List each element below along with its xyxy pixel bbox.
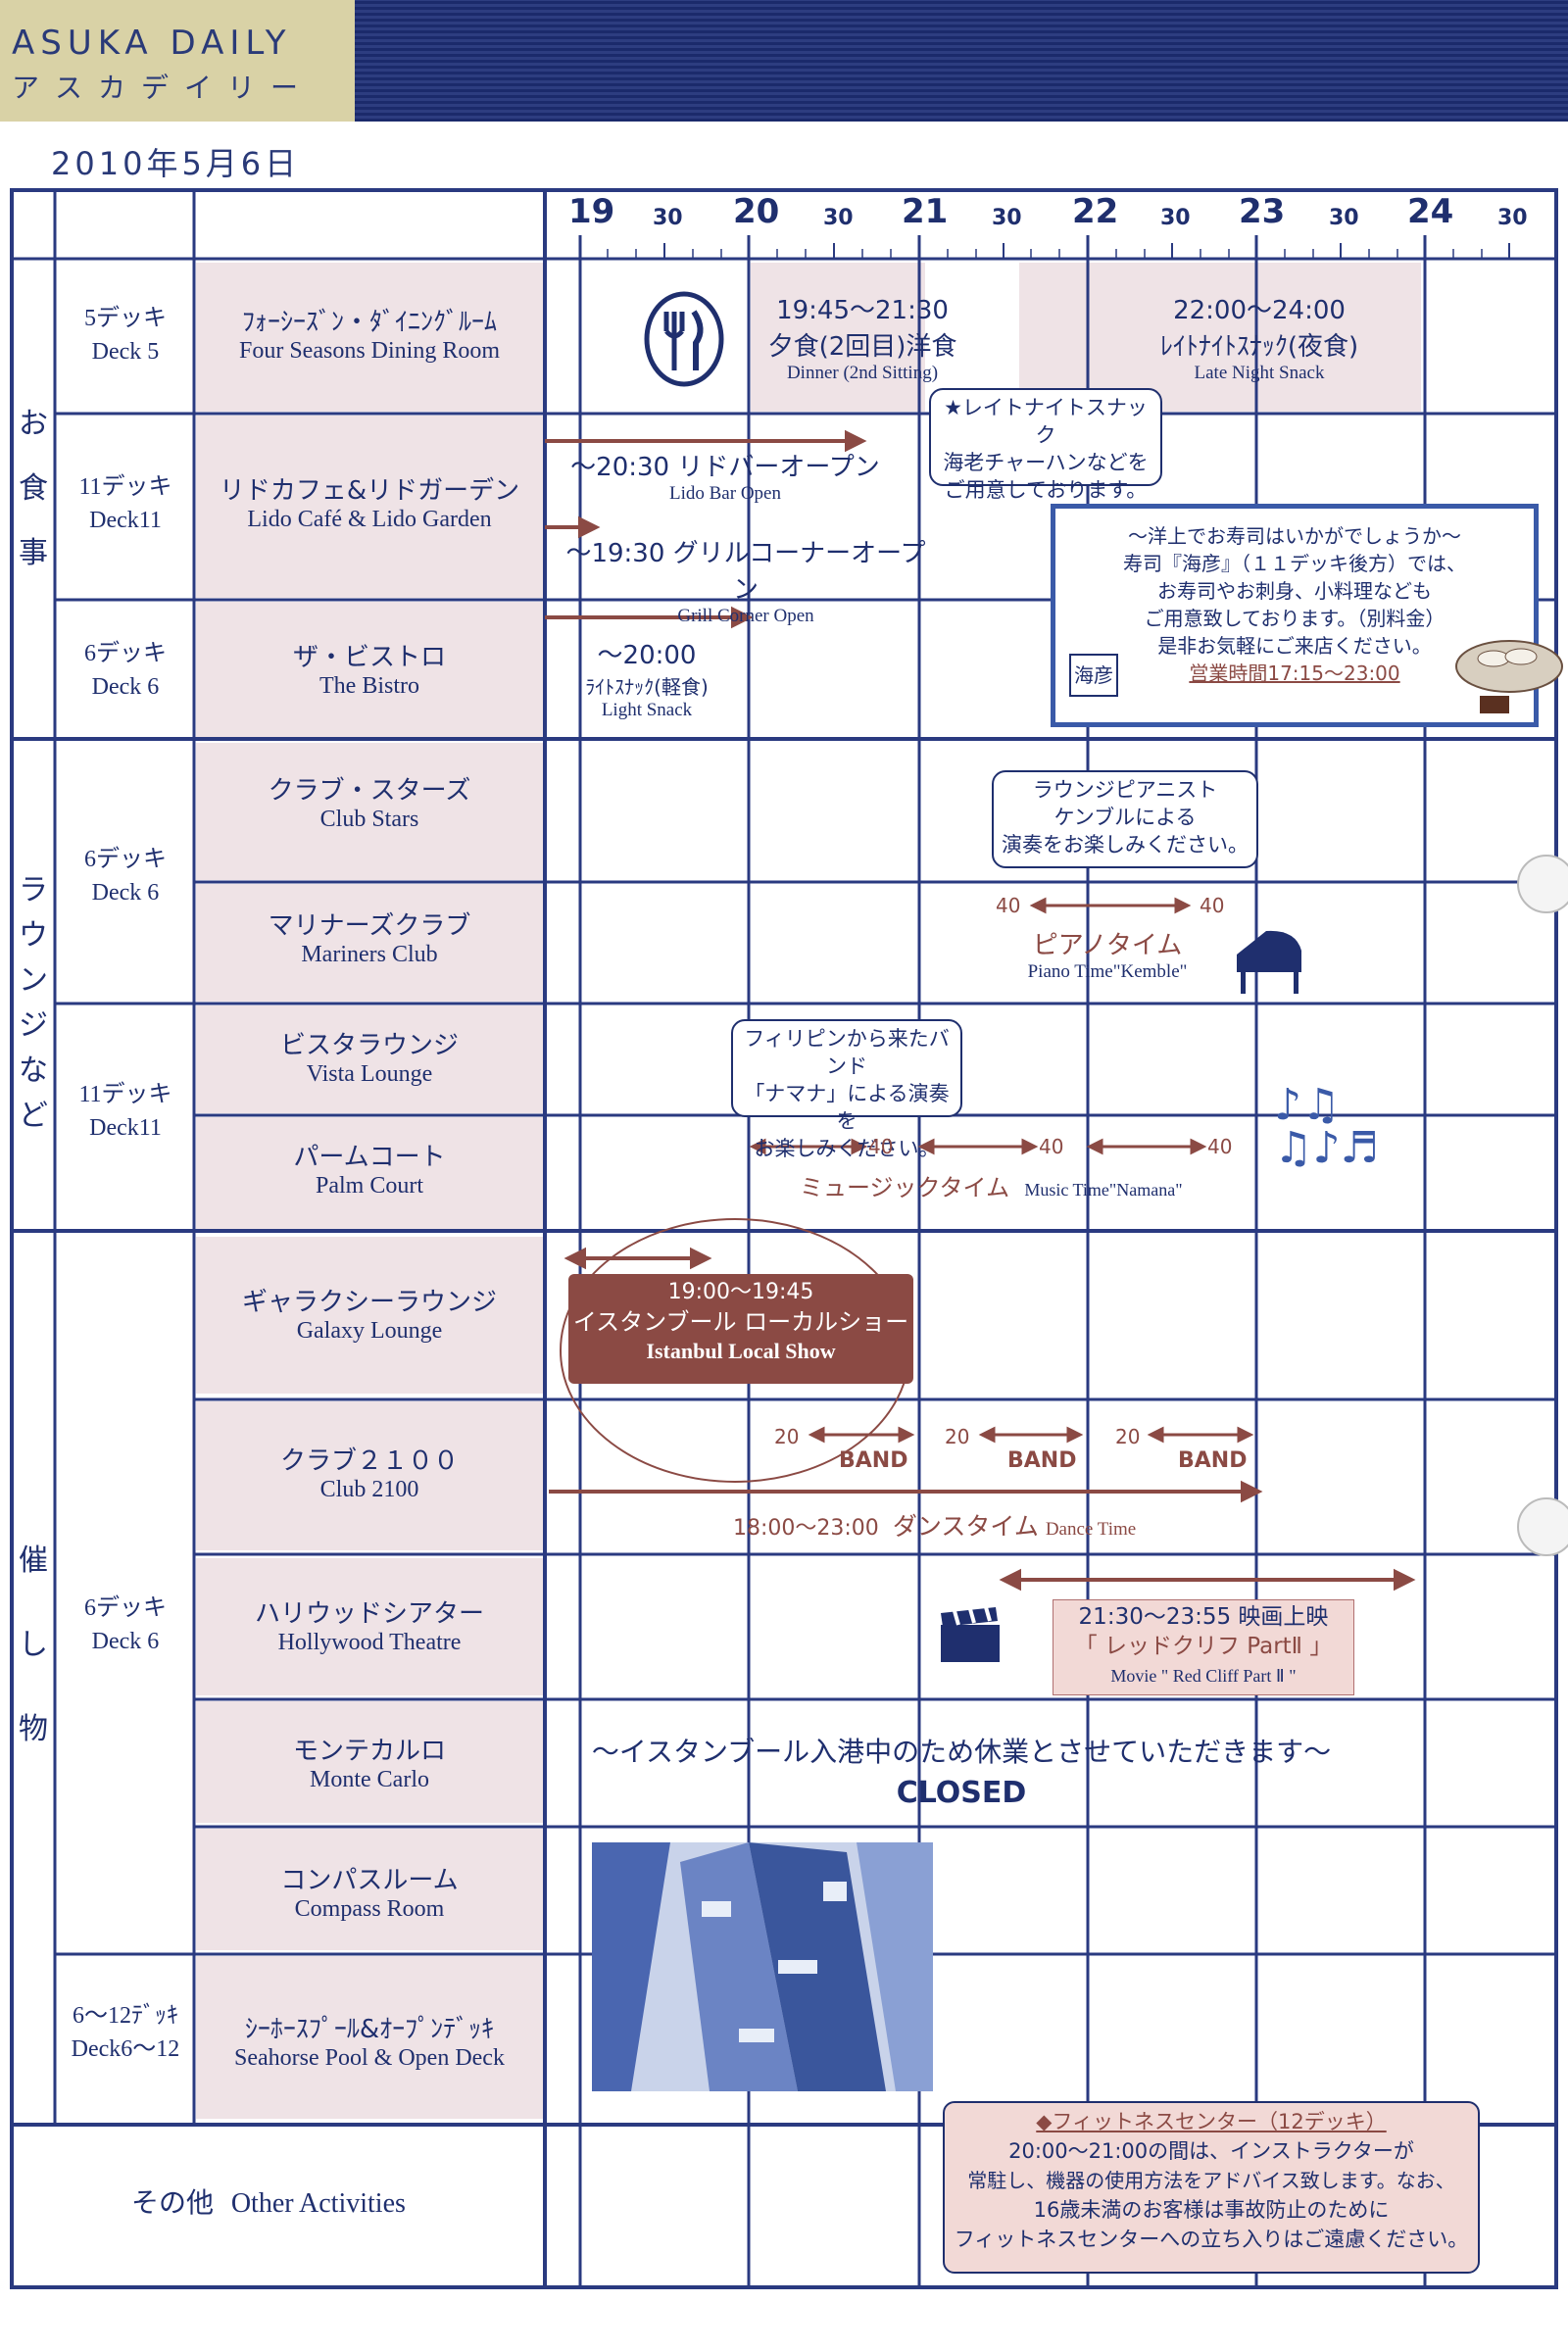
venue-bg xyxy=(196,1701,543,1823)
page-date: 2010年5月6日 xyxy=(51,145,301,182)
venue-bg xyxy=(196,884,543,1002)
venue-bg xyxy=(196,1829,543,1950)
venue-bg xyxy=(196,1401,543,1550)
venue-bg xyxy=(196,1237,543,1394)
half-label: 30 xyxy=(1329,206,1359,230)
decorative-photo xyxy=(592,1842,933,2091)
band-label: BAND xyxy=(1007,1448,1077,1473)
monte-carlo-closed: ～イスタンブール入港中のため休業とさせていただきます～ CLOSED xyxy=(591,1736,1332,1810)
half-label: 30 xyxy=(823,206,854,230)
dance-time-event: 18:00～23:00 ダンスタイム Dance Time xyxy=(733,1512,1137,1541)
venue-bg xyxy=(196,263,543,412)
half-label: 30 xyxy=(1160,206,1191,230)
late-snack-bubble: ★レイトナイトスナック海老チャーハンなどをご用意しております。 xyxy=(929,388,1162,502)
venue-bg xyxy=(196,1956,543,2119)
music-time-event: ミュージックタイム Music Time"Namana" xyxy=(800,1174,1183,1201)
venue-bg xyxy=(196,1558,543,1695)
movie-event: 21:30～23:55 映画上映 「 レッドクリフ PartⅡ 」 Movie … xyxy=(1053,1599,1354,1695)
music-notes-icon: ♪♫♫♪♬ xyxy=(1274,1080,1379,1173)
hour-label: 22 xyxy=(1072,192,1119,231)
binder-hole xyxy=(1517,1497,1568,1556)
piano-mark: 40 xyxy=(996,894,1021,917)
hour-label: 21 xyxy=(902,192,949,231)
band-bubble: フィリピンから来たバンド「ナマナ」による演奏をお楽しみください。 xyxy=(731,1019,962,1160)
venue-bg xyxy=(196,416,543,598)
venue-bg xyxy=(196,1005,543,1113)
clapperboard-icon xyxy=(941,1606,1000,1662)
half-label: 30 xyxy=(653,206,683,230)
category-dining: お食事 xyxy=(19,407,48,570)
brand-subtitle: アスカデイリー xyxy=(12,72,315,104)
cutlery-icon xyxy=(644,291,724,387)
brand-title: ASUKA DAILY xyxy=(12,24,292,63)
sushi-icon xyxy=(1455,640,1563,713)
late-snack-bg xyxy=(1019,263,1421,412)
sushi-promo-box: ～洋上でお寿司はいかがでしょうか～ 寿司『海彦』（１１デッキ後方）では、 お寿司… xyxy=(1051,504,1539,727)
sushi-logo: 海彦 xyxy=(1069,654,1118,697)
hour-label: 20 xyxy=(733,192,780,231)
hour-label: 23 xyxy=(1239,192,1286,231)
other-label: その他 Other Activities xyxy=(131,2186,406,2219)
header-banner xyxy=(0,0,355,122)
band-mark: 20 xyxy=(1115,1425,1141,1448)
piano-mark: 40 xyxy=(1200,894,1225,917)
binder-hole xyxy=(1517,855,1568,913)
music-mark: 40 xyxy=(1039,1135,1064,1158)
piano-bubble: ラウンジピアニストケンブルによる演奏をお楽しみください。 xyxy=(992,770,1258,868)
header-stripes xyxy=(355,0,1568,122)
piano-icon xyxy=(1237,930,1301,994)
venue-bg xyxy=(196,743,543,880)
fitness-notice: ◆フィットネスセンター（12デッキ） 20:00～21:00の間は、インストラク… xyxy=(943,2101,1480,2274)
hour-label: 24 xyxy=(1407,192,1454,231)
half-label: 30 xyxy=(1497,206,1528,230)
category-events: 催し物 xyxy=(19,1544,48,1746)
music-mark: 40 xyxy=(1207,1135,1233,1158)
venue-bg xyxy=(196,602,543,739)
venue-bg xyxy=(196,1117,543,1231)
band-mark: 20 xyxy=(774,1425,800,1448)
band-mark: 20 xyxy=(945,1425,970,1448)
istanbul-show: 19:00～19:45 イスタンブール ローカルショー Istanbul Loc… xyxy=(568,1274,913,1384)
category-lounge: ラウンジなど xyxy=(19,873,48,1133)
dinner-bg xyxy=(751,263,925,412)
half-label: 30 xyxy=(992,206,1022,230)
music-mark: 40 xyxy=(868,1135,894,1158)
band-label: BAND xyxy=(1178,1448,1248,1473)
hour-label: 19 xyxy=(568,192,615,231)
band-label: BAND xyxy=(839,1448,908,1473)
